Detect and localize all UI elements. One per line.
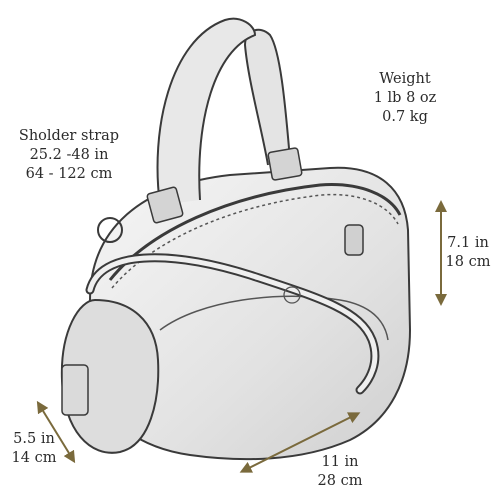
- handle-tab-right: [267, 147, 303, 181]
- strap-clip-left: [97, 217, 123, 243]
- width-label: 11 in 28 cm: [300, 453, 380, 491]
- weight-title: Weight: [379, 71, 431, 87]
- depth-imperial: 5.5 in: [13, 431, 55, 447]
- handle-tab-left: [146, 186, 184, 224]
- strap-title: Sholder strap: [18, 128, 120, 144]
- handle-right: [243, 28, 291, 166]
- handle-left: [156, 17, 257, 206]
- weight-imperial: 1 lb 8 oz: [373, 90, 437, 106]
- zipper-seam: [108, 183, 402, 281]
- zipper-pull: [61, 364, 89, 416]
- width-arrow: [239, 412, 361, 473]
- depth-arrow: [36, 400, 76, 464]
- height-imperial: 7.1 in: [447, 235, 489, 251]
- width-metric: 28 cm: [317, 473, 363, 489]
- brand-logo: [283, 286, 301, 304]
- depth-metric: 14 cm: [11, 450, 57, 466]
- strap-clip-right: [344, 224, 364, 256]
- strap-metric: 64 - 122 cm: [25, 166, 113, 182]
- height-metric: 18 cm: [445, 254, 491, 270]
- height-label: 7.1 in 18 cm: [438, 234, 498, 272]
- strap-label: Sholder strap 25.2 -48 in 64 - 122 cm: [4, 127, 134, 184]
- width-imperial: 11 in: [321, 454, 359, 470]
- strap-imperial: 25.2 -48 in: [29, 147, 109, 163]
- depth-label: 5.5 in 14 cm: [4, 430, 64, 468]
- weight-metric: 0.7 kg: [382, 109, 428, 125]
- weight-label: Weight 1 lb 8 oz 0.7 kg: [350, 70, 460, 127]
